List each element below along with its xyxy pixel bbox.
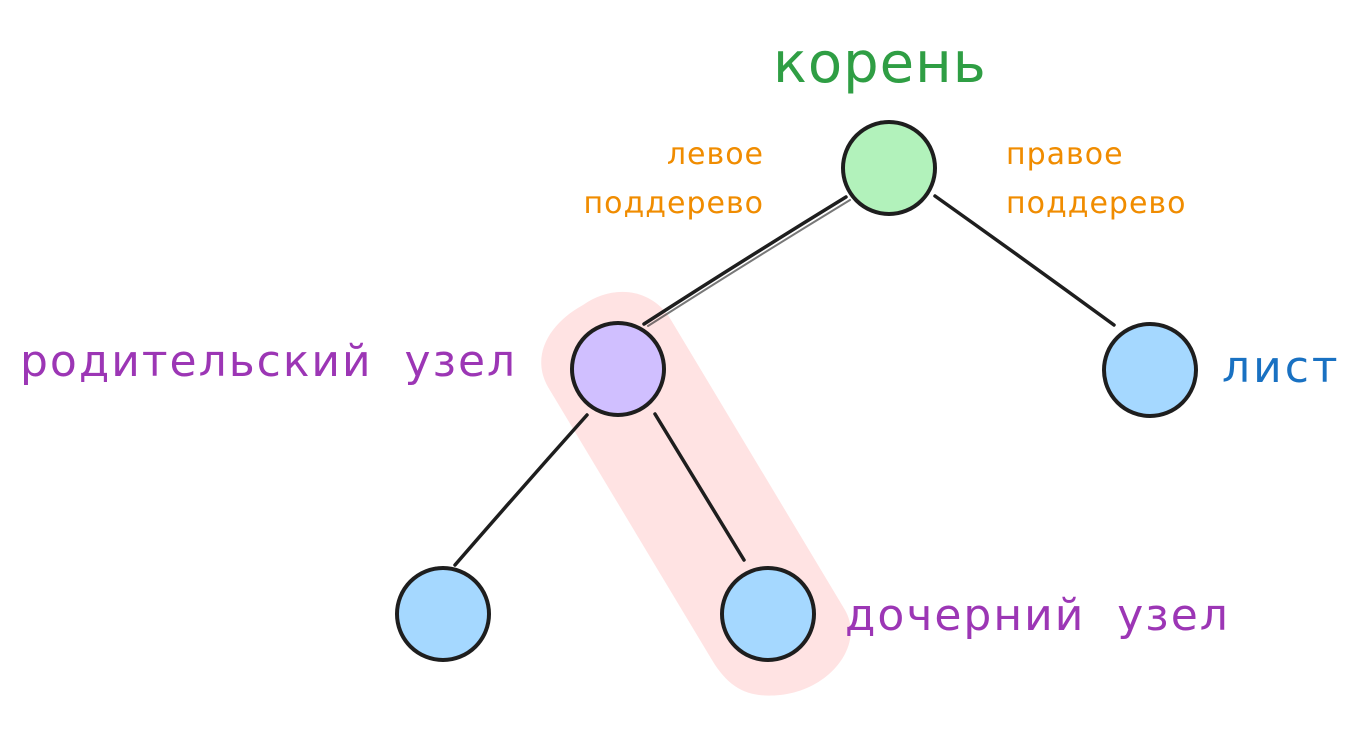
edge-root-parent [642,195,848,326]
leaf-node [1102,322,1198,418]
right-subtree-label: правое поддерево [1006,130,1186,228]
child-node [720,566,816,662]
edge-parent-left-child [453,413,589,567]
leaf-label: лист [1222,342,1341,393]
left-child-node [395,566,491,662]
edge-root-parent-sketch [647,199,851,327]
edge-parent-child-sketch [657,419,743,557]
parent-node-label: родительский узел [20,336,518,387]
left-subtree-label-line1: левое [666,137,764,172]
root-node [841,120,937,216]
right-subtree-label-line1: правое [1006,137,1124,172]
child-node-label: дочерний узел [845,590,1230,641]
left-subtree-label-line2: поддерево [583,186,764,221]
right-subtree-label-line2: поддерево [1006,186,1187,221]
root-label: корень [773,31,987,96]
left-subtree-label: левое поддерево [584,130,764,228]
parent-node [570,321,666,417]
edge-root-leaf [933,194,1116,327]
